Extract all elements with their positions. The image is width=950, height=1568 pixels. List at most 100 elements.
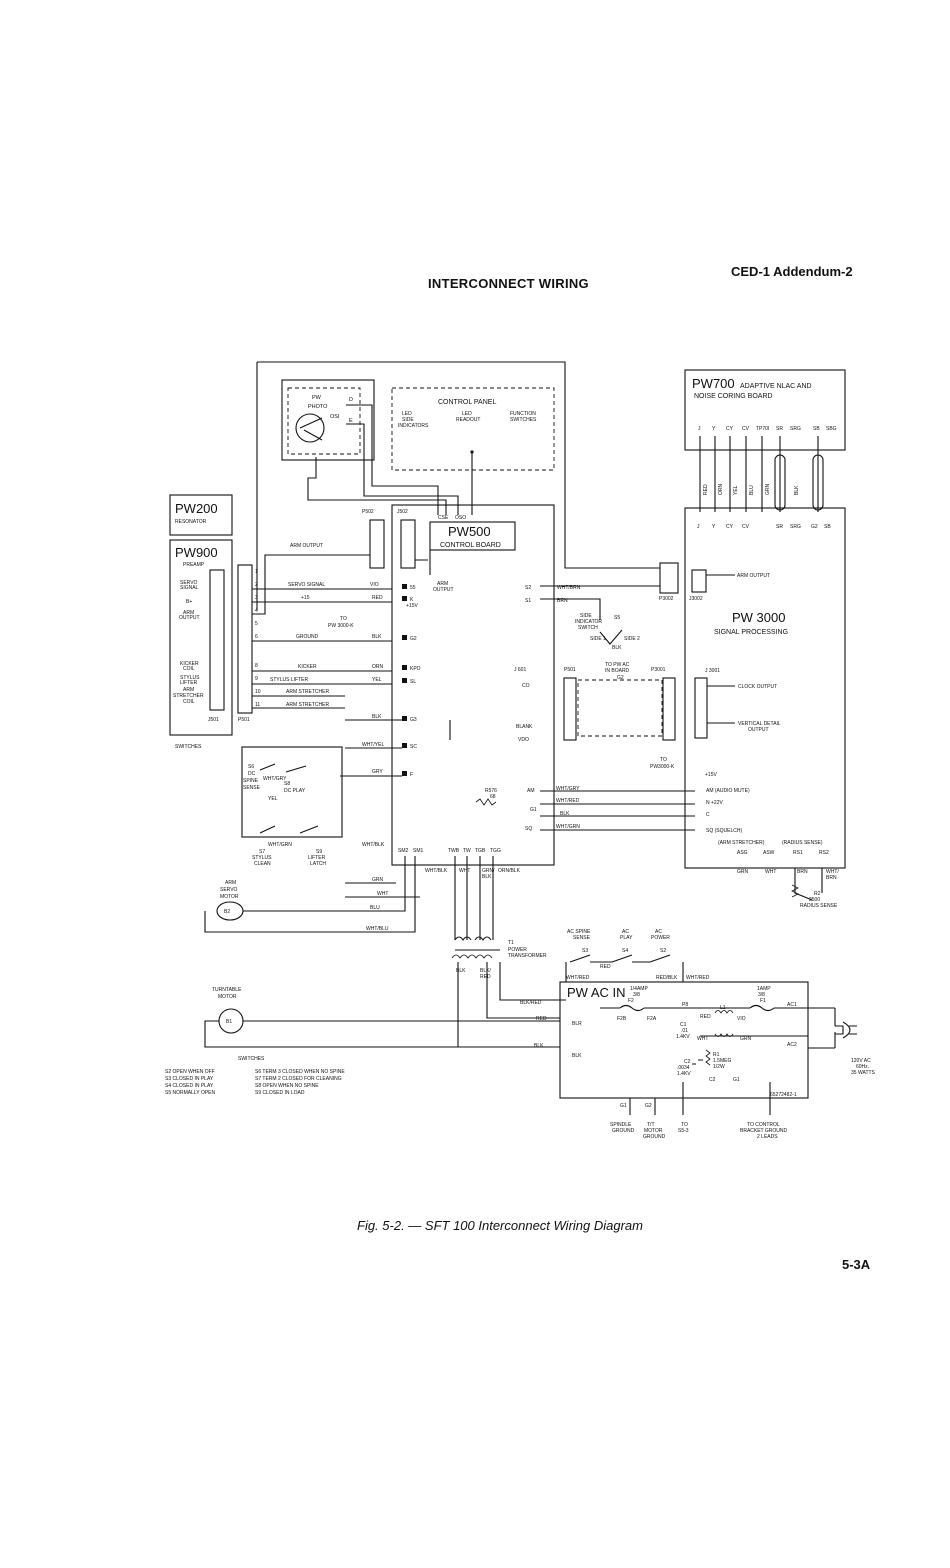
pw500-pin-tgg: TGG [490, 848, 501, 854]
pw-photo-pin-d: D [349, 397, 353, 403]
pw3000-pin-g2: G2 [811, 524, 818, 530]
pwac-vio: VIO [737, 1016, 746, 1022]
mid-p3002: P3002 [659, 596, 674, 602]
ground-to-control-3: 2 LEADS [757, 1134, 778, 1140]
pw500-pin-k: K [410, 597, 414, 603]
mid-to-pw3000-1: TO [660, 757, 667, 763]
side-switch-icon [599, 629, 623, 645]
photo-sensor-icon [295, 413, 325, 443]
pwac-p8: P8 [682, 1002, 688, 1008]
ground-to-control-2: BRACKET GROUND [740, 1128, 788, 1134]
transformer-blkred-1: BLK/ [480, 968, 491, 974]
ground-spindle-2: GROUND [612, 1128, 635, 1134]
p-pin-6: 6 [255, 634, 258, 640]
ac-spine-1: AC SPINE [567, 929, 591, 935]
pwac-c2-1: C2 [684, 1059, 691, 1065]
transformer-blkred-2: RED [480, 974, 491, 980]
j3002-connector [691, 569, 707, 593]
pwac-r1-2: 1.5MEG [713, 1058, 731, 1064]
page-title: INTERCONNECT WIRING [428, 276, 589, 291]
pw500-pin-tgb: TGB [475, 848, 486, 854]
pw3000-bottom-2: (RADIUS SENSE) [782, 840, 823, 846]
pw3000-wire-brn2: BRN [826, 875, 837, 881]
pwac-wht: WHT [697, 1036, 708, 1042]
r576-resistor-icon [475, 798, 497, 806]
pwac-partno: 65272482-1 [770, 1092, 797, 1098]
note-s8: S8 OPEN WHEN NO SPINE [255, 1083, 319, 1089]
wl-arm-output: ARM OUTPUT [290, 543, 323, 549]
pwac-r1-3: 1/2W [713, 1064, 725, 1070]
sw-dc: DC [248, 771, 256, 777]
mid-g1: G1 [530, 807, 537, 813]
pw900-label-coil2: COIL [183, 699, 195, 705]
control-panel-outline [391, 387, 555, 471]
pwac-red: RED [700, 1014, 711, 1020]
sw-s7: S7 [259, 849, 265, 855]
cl-blk: BLK [372, 634, 382, 640]
wl-to: TO [340, 616, 347, 622]
radius-r2: R2 [814, 891, 821, 897]
cp-col2-a: LED [462, 411, 472, 417]
pw700-pin-srg: SRG [790, 426, 801, 432]
pwac-f2b: F2B [617, 1016, 627, 1022]
mid-am: AM [527, 788, 535, 794]
arm-servo-wht: WHT [377, 891, 388, 897]
side-blk: BLK [612, 645, 622, 651]
shield-cable-1 [774, 454, 786, 511]
sw-stylus: STYLUS [252, 855, 272, 861]
mid-to-pwac-2: IN BOARD [605, 668, 630, 674]
pwac-f1-2: 3/8 [758, 992, 765, 998]
note-s9: S9 CLOSED IN LOAD [255, 1090, 305, 1096]
pw500-pin-dots [402, 584, 407, 776]
pw700-pin-cy: CY [726, 426, 734, 432]
note-s5: S5 NORMALLY OPEN [165, 1090, 215, 1096]
mid-g-wire: BLK [560, 811, 570, 817]
sw-latch: LATCH [310, 861, 326, 867]
pwac-resistor-icon [705, 1049, 711, 1066]
pwac-blk: BLK [534, 1043, 544, 1049]
pw3000-pin-y: Y [712, 524, 716, 530]
cp-col3-b: SWITCHES [510, 417, 537, 423]
transformer-wires [457, 962, 566, 1048]
ac-whtred: WHT/RED [566, 975, 590, 981]
document-id: CED-1 Addendum-2 [731, 264, 853, 279]
pw500-title: PW500 [448, 524, 491, 539]
mid-sq-wire: WHT/GRN [556, 824, 580, 830]
pwac-red2: RED [536, 1016, 547, 1022]
pw500-pin-g3: G3 [410, 717, 417, 723]
pw3000-audio-mute: AM (AUDIO MUTE) [706, 788, 750, 794]
switch-notes-right: S6 TERM 3 CLOSED WHEN NO SPINE S7 TERM 2… [255, 1069, 345, 1096]
ac-s2: S2 [660, 948, 666, 954]
pwac-cap-icon [692, 1059, 703, 1065]
p-pin-10: 10 [255, 689, 261, 695]
ac-play-2: PLAY [620, 935, 633, 941]
pw900-label-bplus: B+ [186, 599, 192, 605]
sw-bottom-contacts [259, 825, 319, 834]
pw500-pin-tw: TW [463, 848, 471, 854]
pw700-title: PW700 [692, 376, 735, 391]
mid-g2: G2 [617, 675, 624, 681]
pw500-arm-output-2: OUTPUT [433, 587, 454, 593]
j3001-arrows [707, 685, 735, 724]
pw3000-pin-cy: CY [726, 524, 734, 530]
pwac-f1-3: F1 [760, 998, 766, 1004]
side-1: SIDE 1 [590, 636, 606, 642]
wl-arm-stretcher-2: ARM STRETCHER [286, 702, 329, 708]
pwac-r1-1: R1 [713, 1052, 720, 1058]
mid-p3001: P3001 [651, 667, 666, 673]
pw3000-c: C [706, 812, 710, 818]
pw700-wire-orn: ORN [718, 484, 724, 496]
p501-mid-connector [563, 677, 577, 741]
j502-connector [400, 519, 416, 569]
pw3000-squelch: SQ (SQUELCH) [706, 828, 742, 834]
switches-label: SWITCHES [175, 744, 202, 750]
side-label-2: INDICATOR [575, 619, 602, 625]
ground-tt-3: GROUND [643, 1134, 666, 1140]
power-plug-cord [834, 1008, 844, 1048]
note-s4: S4 CLOSED IN PLAY [165, 1083, 214, 1089]
sw-lifter: LIFTER [308, 855, 326, 861]
pw3000-wire-wht: WHT [765, 869, 776, 875]
pw900-label-kicker: KICKER [180, 661, 199, 667]
switch-notes-left: S2 OPEN WHEN OFF S3 CLOSED IN PLAY S4 CL… [165, 1069, 215, 1096]
pwac-c1-3: 1.4KV [676, 1034, 690, 1040]
